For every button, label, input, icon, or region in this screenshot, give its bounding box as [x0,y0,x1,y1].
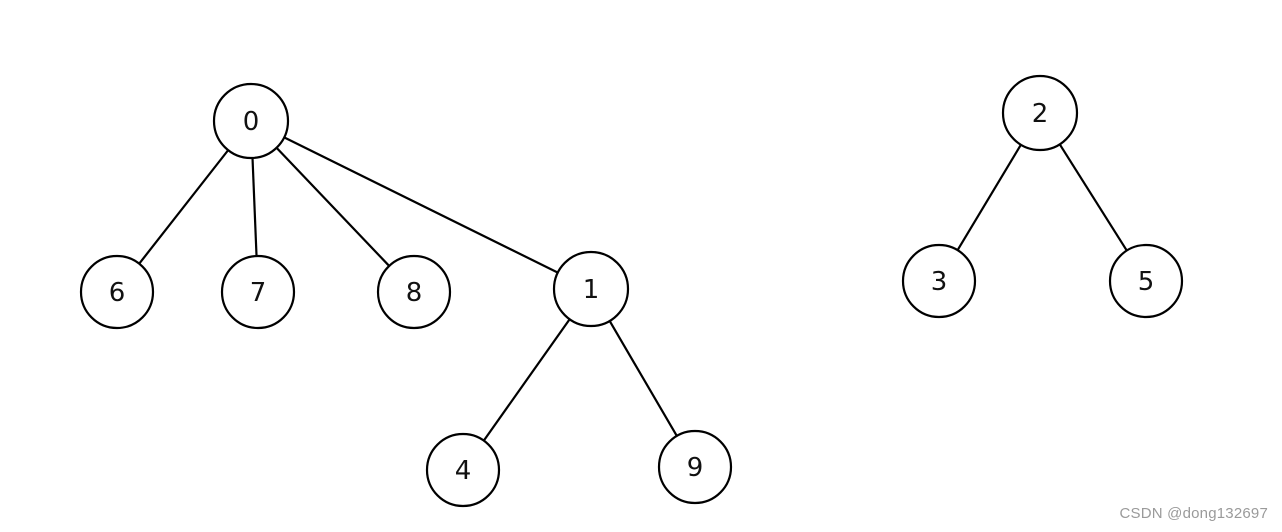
nodes-layer: 0 6 7 8 1 4 9 2 3 5 [79,74,1184,508]
node-circle [1108,243,1184,319]
node-circle [657,429,733,505]
node-label: 1 [583,275,600,305]
node-circle [79,254,155,330]
node-label: 0 [243,107,260,137]
node-circle [220,254,296,330]
node-4: 4 [425,432,501,508]
node-label: 2 [1032,99,1049,129]
node-8: 8 [376,254,452,330]
edge-1-4 [482,318,571,442]
node-circle [1001,74,1079,152]
edge-2-3 [956,144,1022,251]
edge-0-1 [283,136,559,274]
edges-layer [138,136,1128,442]
watermark: CSDN @dong132697 [1119,505,1268,522]
edge-2-5 [1058,143,1128,252]
node-circle [425,432,501,508]
node-label: 5 [1138,267,1155,297]
edge-1-9 [608,320,678,437]
node-label: 9 [687,453,704,483]
edge-0-8 [275,147,390,267]
node-label: 7 [250,278,267,308]
node-6: 6 [79,254,155,330]
edge-0-6 [138,149,230,265]
node-label: 3 [931,267,948,297]
node-circle [376,254,452,330]
node-5: 5 [1108,243,1184,319]
node-label: 6 [109,278,126,308]
node-circle [212,82,290,160]
node-circle [901,243,977,319]
node-7: 7 [220,254,296,330]
node-0: 0 [212,82,290,160]
node-circle [552,250,630,328]
node-2: 2 [1001,74,1079,152]
edge-0-7 [251,157,258,257]
node-label: 4 [455,456,472,486]
node-3: 3 [901,243,977,319]
node-1: 1 [552,250,630,328]
node-label: 8 [406,278,423,308]
node-9: 9 [657,429,733,505]
